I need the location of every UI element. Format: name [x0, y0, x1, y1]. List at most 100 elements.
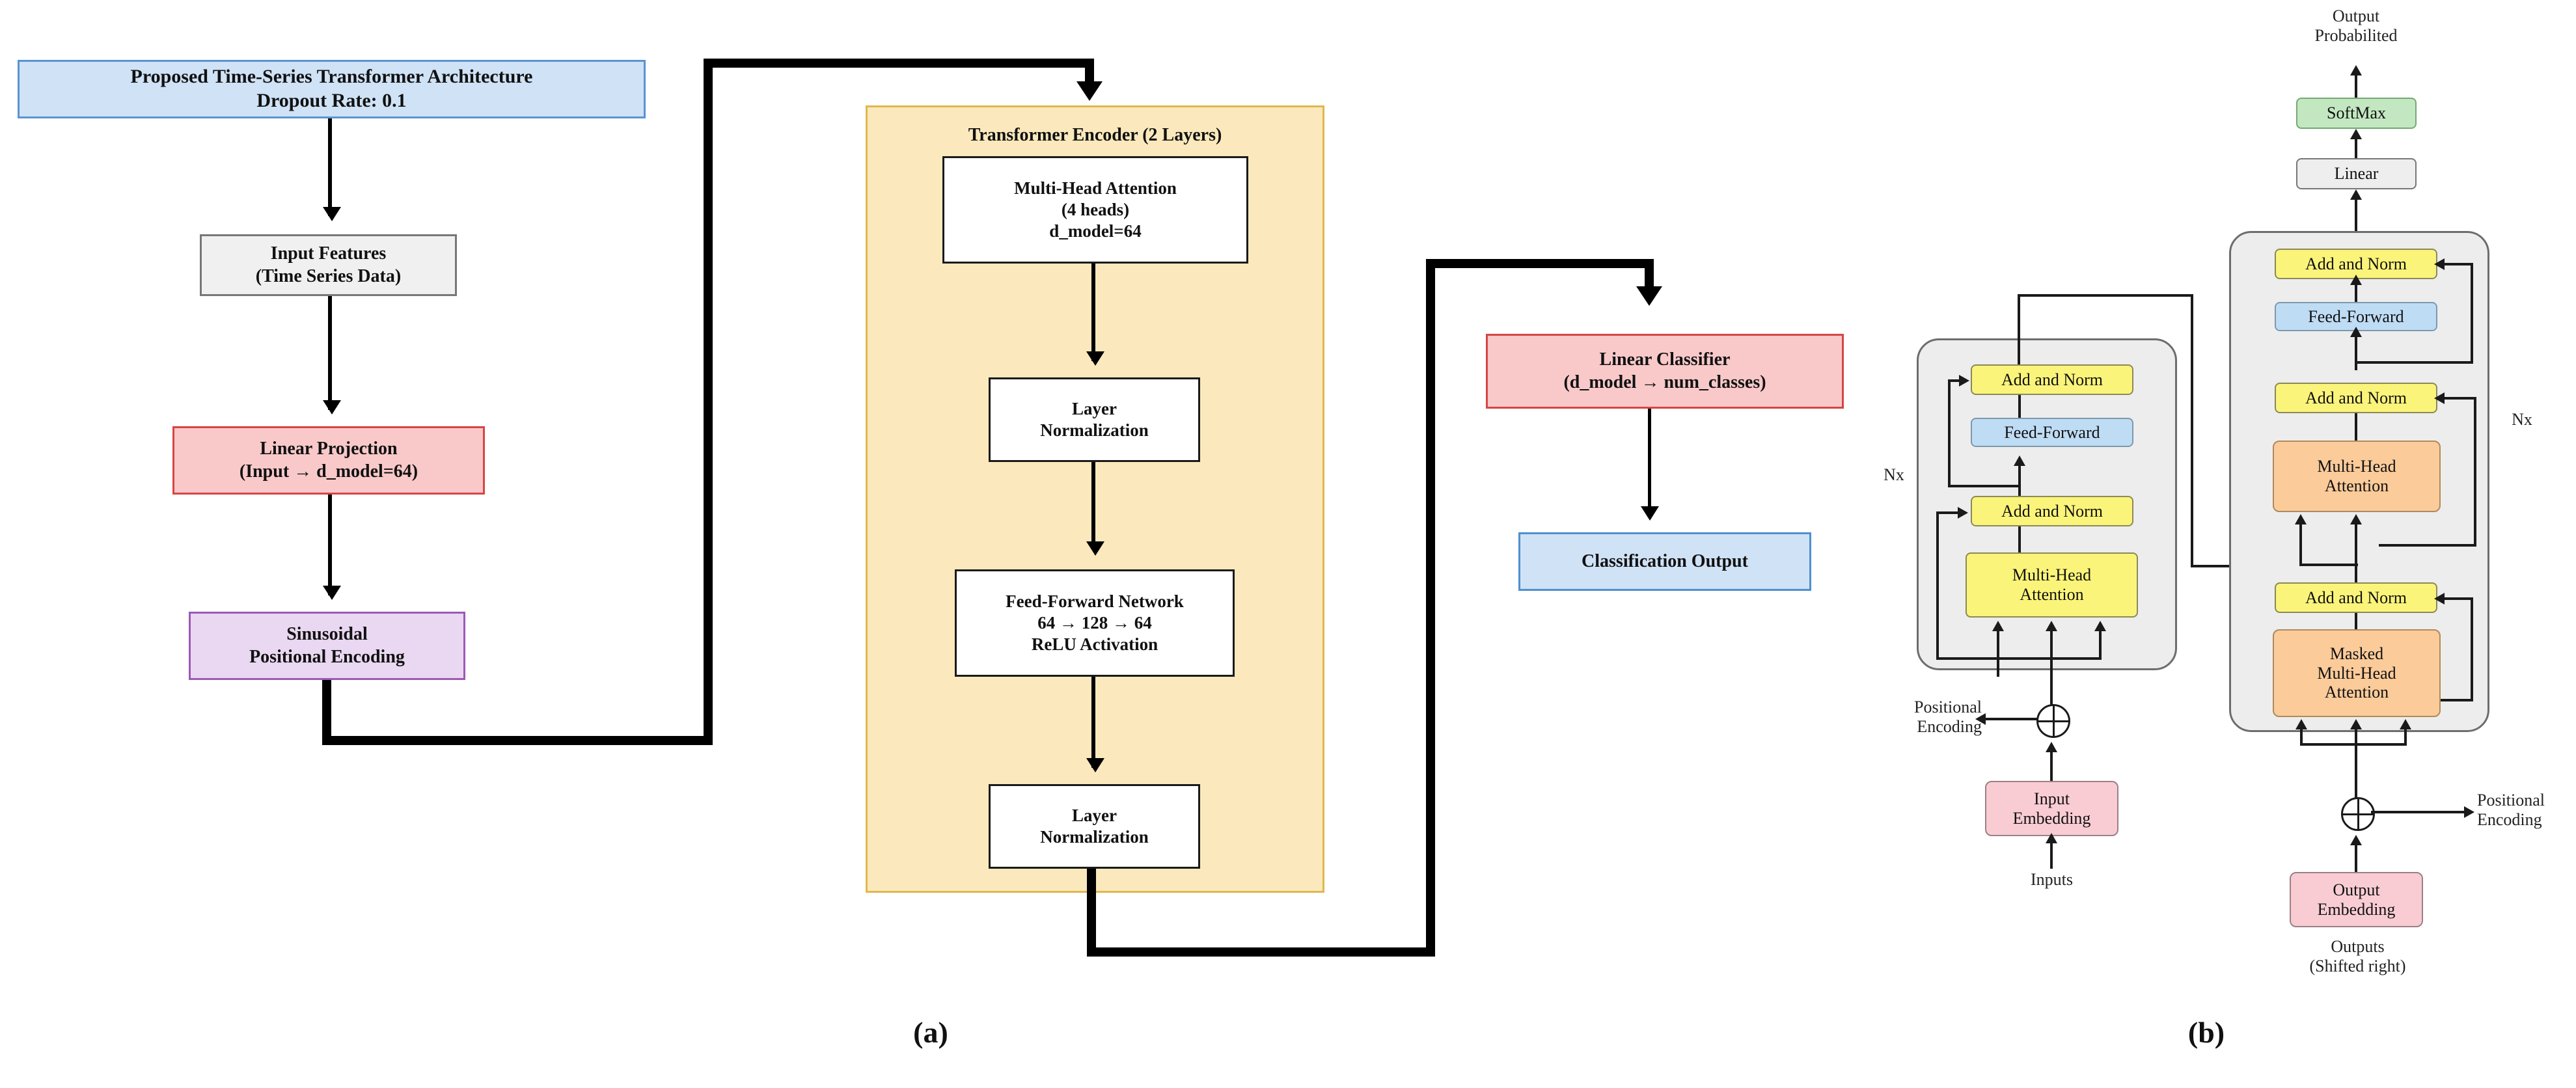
output-prob-line-1: Output: [2332, 7, 2380, 25]
arrowhead-linear-projection: [323, 400, 341, 415]
ffn-line-3: ReLU Activation: [1031, 634, 1158, 654]
decoder-residual-mid-h: [2437, 397, 2476, 400]
decoder-add-norm-top: Add and Norm: [2275, 249, 2437, 279]
connector-input-to-projection: [328, 296, 332, 410]
connector-linear-to-softmax: [2355, 135, 2357, 158]
arrowhead-masked-qkv-2: [2350, 719, 2362, 729]
feed-forward-network-box: Feed-Forward Network 64 → 128 → 64 ReLU …: [955, 569, 1235, 677]
decoder-cross-bus: [2299, 564, 2358, 566]
arrowhead-encoder-positional-encoding: [1975, 713, 1986, 725]
encoder-positional-encoding-label: Positional Encoding: [1874, 698, 1982, 737]
encoder-add-norm-top: Add and Norm: [1971, 364, 2133, 395]
decoder-posenc-line-1: Positional: [2477, 791, 2545, 809]
arrowhead-decoder-feed-forward: [2350, 327, 2362, 337]
connector-classifier-to-output: [1648, 409, 1651, 516]
encoder-addnorm-to-ff: [2018, 462, 2021, 496]
masked-mha-line-3: Attention: [2324, 683, 2389, 702]
encoder-output-to-decoder-v: [2191, 294, 2193, 567]
decoder-cross-q-stem: [2299, 521, 2302, 565]
decoder-residual-bottom-v: [2471, 597, 2473, 701]
decoder-nx-label: Nx: [2512, 410, 2532, 429]
arrowhead-decoder-plus: [2350, 835, 2362, 845]
masked-multi-head-attention-box: Masked Multi-Head Attention: [2273, 629, 2441, 717]
output-probabilities-label: Output Probabilited: [2249, 7, 2463, 46]
linear-classifier-box: Linear Classifier (d_model → num_classes…: [1486, 334, 1844, 409]
arrowhead-encoder-input: [1076, 81, 1103, 101]
encoder-add-norm-top-label: Add and Norm: [2001, 370, 2103, 389]
decoder-masked-to-addnorm: [2355, 613, 2357, 629]
encoder-qkv-line-1: [1997, 657, 1999, 677]
decoder-feed-forward-label: Feed-Forward: [2308, 306, 2404, 326]
encoder-multi-head-attention: Multi-Head Attention: [1966, 552, 2138, 618]
encoder-mha-to-addnorm: [2018, 526, 2021, 552]
arrowhead-masked-qkv-3: [2400, 719, 2411, 729]
input-features-box: Input Features (Time Series Data): [200, 234, 457, 296]
arrowhead-encoder-addnorm-top: [1959, 375, 1969, 387]
encoder-residual-bottom-h: [1936, 657, 2021, 660]
caption-a: (a): [913, 1016, 948, 1049]
header-line-2: Dropout Rate: 0.1: [256, 90, 407, 111]
linear-projection-box: Linear Projection (Input → d_model=64): [172, 426, 485, 495]
arrowhead-encoder-qkv-1: [1992, 621, 2004, 631]
route-posenc-top-right: [704, 59, 1094, 68]
inputs-label: Inputs: [2031, 870, 2073, 889]
classification-output-label: Classification Output: [1582, 551, 1748, 571]
encoder-mha-line-1: Multi-Head: [2012, 565, 2092, 585]
input-features-line-2: (Time Series Data): [255, 265, 402, 286]
outputs-line-1: Outputs: [2331, 937, 2385, 956]
softmax-box: SoftMax: [2296, 98, 2417, 129]
classification-output-box: Classification Output: [1518, 532, 1811, 591]
decoder-residual-top-h: [2437, 263, 2473, 265]
arrowhead-layer-norm-2: [1086, 758, 1104, 772]
arrowhead-masked-qkv-1: [2295, 719, 2307, 729]
arrowhead-encoder-qkv-3: [2094, 621, 2106, 631]
decoder-cross-attn-line-2: Attention: [2324, 476, 2389, 495]
classifier-line-1: Linear Classifier: [1599, 349, 1731, 370]
classifier-line-2: (d_model → num_classes): [1563, 372, 1766, 392]
encoder-posenc-line-2: Encoding: [1917, 716, 1982, 736]
output-embedding-line-2: Embedding: [2317, 899, 2396, 919]
decoder-ff-to-addnorm: [2355, 279, 2357, 302]
connector-header-to-input: [328, 118, 332, 216]
connector-projection-to-posenc: [328, 495, 332, 595]
arrowhead-cross-attn-q: [2295, 514, 2307, 524]
encoder-qkv-line-2: [2050, 627, 2053, 705]
arrowhead-softmax: [2350, 129, 2362, 139]
ln1-line-1: Layer: [1072, 399, 1117, 419]
decoder-residual-bottom-h: [2437, 597, 2473, 600]
arrowhead-decoder-add-norm-top: [2350, 275, 2362, 285]
encoder-feed-forward: Feed-Forward: [1971, 418, 2133, 447]
encoder-feed-forward-label: Feed-Forward: [2004, 422, 2100, 442]
decoder-cross-attention: Multi-Head Attention: [2273, 441, 2441, 512]
posenc-line-2: Positional Encoding: [249, 646, 405, 667]
ln2-line-2: Normalization: [1040, 827, 1149, 847]
arrowhead-encoder-qkv-2: [2046, 621, 2057, 631]
encoder-qkv-stem-1: [1997, 627, 1999, 660]
input-features-line-1: Input Features: [270, 243, 387, 264]
layer-normalization-2-box: Layer Normalization: [989, 784, 1200, 869]
arrowhead-encoder-feed-forward: [2014, 456, 2025, 466]
masked-qkv-stem-3: [2404, 726, 2407, 745]
ln2-line-1: Layer: [1072, 806, 1117, 826]
decoder-add-norm-top-label: Add and Norm: [2305, 254, 2407, 273]
connector-ffn-to-ln2: [1091, 677, 1095, 768]
arrowhead-feed-forward: [1086, 541, 1104, 556]
header-line-1: Proposed Time-Series Transformer Archite…: [130, 66, 533, 88]
linear-projection-line-2: (Input → d_model=64): [239, 461, 418, 482]
mha-line-2: (4 heads): [1061, 200, 1130, 220]
encoder-posenc-to-stack: [2050, 670, 2053, 706]
mha-line-1: Multi-Head Attention: [1014, 178, 1177, 198]
output-prob-line-2: Probabilited: [2314, 25, 2398, 45]
decoder-addnorm-to-ff: [2355, 331, 2357, 370]
masked-mha-line-2: Multi-Head: [2317, 663, 2396, 683]
decoder-posenc-arm: [2371, 811, 2465, 813]
decoder-feed-forward: Feed-Forward: [2275, 302, 2437, 331]
multi-head-attention-box: Multi-Head Attention (4 heads) d_model=6…: [942, 156, 1248, 264]
decoder-residual-mid-src: [2379, 544, 2476, 547]
arrowhead-decoder-addnorm-top: [2434, 258, 2445, 270]
route-encoder-out-down: [1087, 869, 1096, 957]
encoder-posenc-line-1: Positional: [1913, 698, 1982, 716]
decoder-add-norm-bottom-label: Add and Norm: [2305, 588, 2407, 607]
decoder-add-norm-bottom: Add and Norm: [2275, 582, 2437, 613]
